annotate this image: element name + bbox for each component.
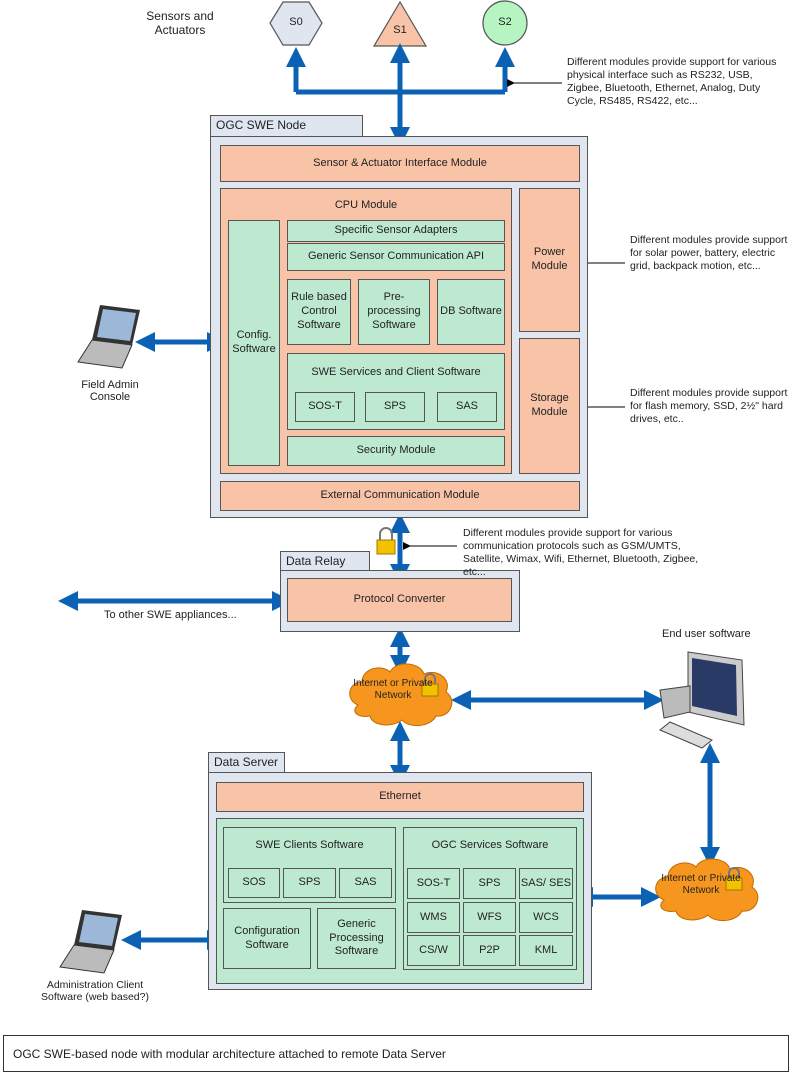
ogc-p2p[interactable]: P2P <box>463 935 516 966</box>
sensor-s0-hexagon[interactable] <box>269 1 323 46</box>
lock-icon <box>376 527 396 555</box>
client-sas[interactable]: SAS <box>339 868 392 898</box>
lock-icon-cloud <box>421 673 439 697</box>
ogc-sos-t[interactable]: SOS-T <box>407 868 460 899</box>
configuration-software[interactable]: Configuration Software <box>223 908 311 969</box>
sensor-s0-label: S0 <box>289 16 303 28</box>
sensor-s2-label: S2 <box>498 16 512 28</box>
ogc-csw[interactable]: CS/W <box>407 935 460 966</box>
generic-processing-software[interactable]: Generic Processing Software <box>317 908 396 969</box>
sensor-s2-circle[interactable] <box>482 0 528 46</box>
service-sps[interactable]: SPS <box>365 392 425 422</box>
note-storage: Different modules provide support for fl… <box>630 387 788 426</box>
service-sos-t[interactable]: SOS-T <box>295 392 355 422</box>
client-sps[interactable]: SPS <box>283 868 336 898</box>
service-sas[interactable]: SAS <box>437 392 497 422</box>
db-software[interactable]: DB Software <box>437 279 505 345</box>
generic-sensor-api[interactable]: Generic Sensor Communication API <box>287 243 505 271</box>
lock-icon-cloud-2 <box>725 867 743 891</box>
laptop-icon-admin-client <box>59 910 122 974</box>
power-module[interactable]: Power Module <box>519 188 580 332</box>
node-tab: OGC SWE Node <box>210 115 363 137</box>
ogc-services-title: OGC Services Software <box>431 839 549 851</box>
ogc-sas-ses[interactable]: SAS/ SES <box>519 868 573 899</box>
computer-icon-end-user <box>659 651 745 749</box>
ogc-kml[interactable]: KML <box>519 935 573 966</box>
admin-client-label: Administration Client Software (web base… <box>41 979 149 1003</box>
ogc-wfs[interactable]: WFS <box>463 902 516 933</box>
relay-tab: Data Relay <box>280 551 370 571</box>
ogc-sps[interactable]: SPS <box>463 868 516 899</box>
ogc-wms[interactable]: WMS <box>407 902 460 933</box>
client-sos[interactable]: SOS <box>228 868 280 898</box>
cpu-module-title: CPU Module <box>334 199 398 211</box>
ethernet-module[interactable]: Ethernet <box>216 782 584 812</box>
cloud-icon <box>349 663 453 726</box>
protocol-converter[interactable]: Protocol Converter <box>287 578 512 622</box>
sensor-interface-module[interactable]: Sensor & Actuator Interface Module <box>220 145 580 182</box>
caption: OGC SWE-based node with modular architec… <box>3 1035 789 1072</box>
security-module[interactable]: Security Module <box>287 436 505 466</box>
sensors-label: Sensors and Actuators <box>146 9 214 37</box>
preprocessing-software[interactable]: Pre-processing Software <box>358 279 430 345</box>
laptop-icon-field-admin <box>77 305 140 369</box>
swe-services-title: SWE Services and Client Software <box>311 366 481 378</box>
rule-based-control-software[interactable]: Rule based Control Software <box>287 279 351 345</box>
note-interface: Different modules provide support for va… <box>567 56 777 108</box>
config-software[interactable]: Config. Software <box>228 220 280 466</box>
end-user-label: End user software <box>662 628 751 640</box>
note-power: Different modules provide support for so… <box>630 234 788 273</box>
external-communication-module[interactable]: External Communication Module <box>220 481 580 511</box>
storage-module[interactable]: Storage Module <box>519 338 580 474</box>
ogc-wcs[interactable]: WCS <box>519 902 573 933</box>
cloud-label-2: Internet or Private Network <box>661 873 741 896</box>
specific-sensor-adapters[interactable]: Specific Sensor Adapters <box>287 220 505 242</box>
sensor-s1-label: S1 <box>393 24 407 36</box>
cloud-label: Internet or Private Network <box>353 678 433 701</box>
swe-clients-title: SWE Clients Software <box>255 839 364 851</box>
other-appliances-label: To other SWE appliances... <box>104 609 237 621</box>
cloud-icon-2 <box>655 858 759 921</box>
field-admin-label: Field Admin Console <box>81 379 139 403</box>
note-comm: Different modules provide support for va… <box>463 527 699 579</box>
server-tab: Data Server <box>208 752 285 773</box>
